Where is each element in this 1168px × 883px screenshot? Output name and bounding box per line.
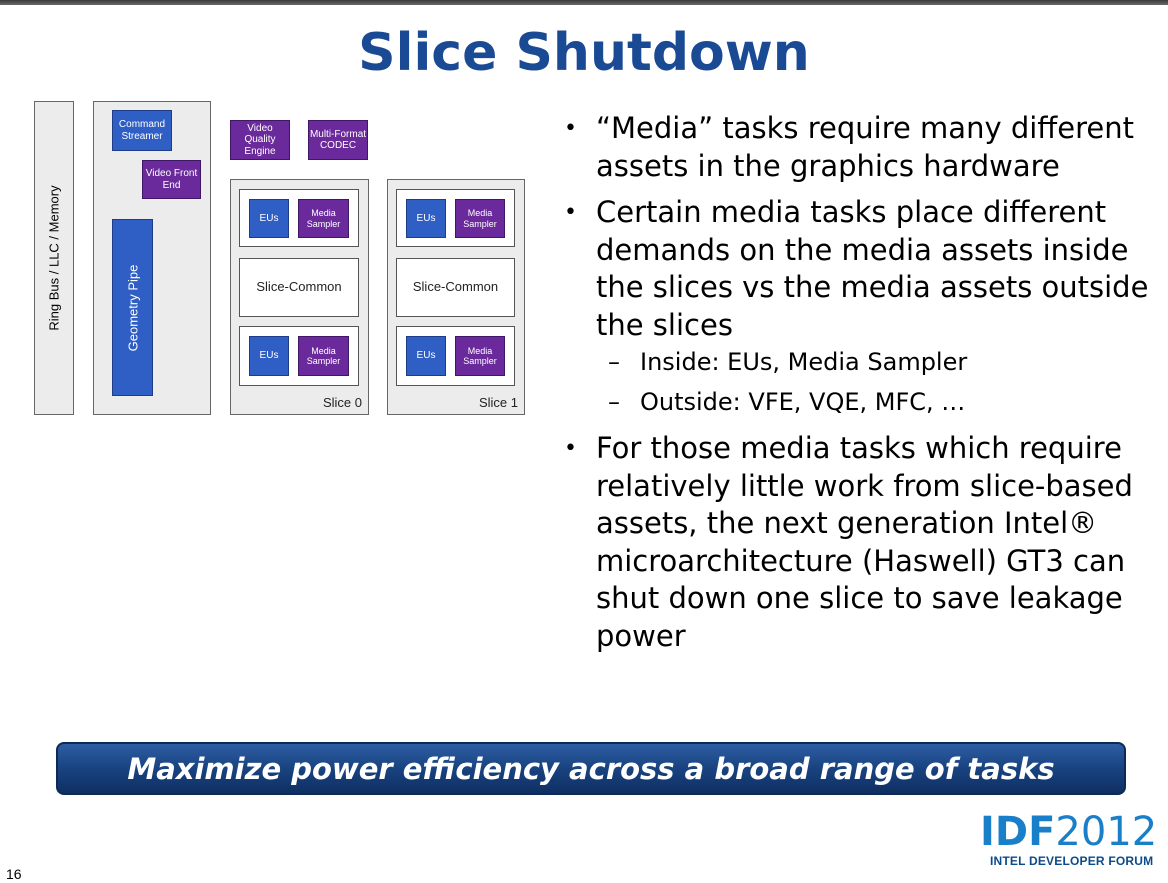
summary-banner: Maximize power efficiency across a broad… bbox=[56, 742, 1126, 795]
sub-bullet-text: Inside: EUs, Media Sampler bbox=[640, 348, 968, 376]
slice-1-label: Slice 1 bbox=[478, 395, 518, 410]
slice-0-bottom-eus: EUs bbox=[249, 336, 289, 376]
bullet-text: For those media tasks which require rela… bbox=[596, 431, 1133, 653]
sub-bullet-item: – Outside: VFE, VQE, MFC, … bbox=[560, 382, 1160, 422]
sub-bullet-item: – Inside: EUs, Media Sampler bbox=[560, 342, 1160, 382]
idf-logo-mark: IDF2012 bbox=[980, 809, 1157, 855]
slice-1-bottom-media-sampler: Media Sampler bbox=[455, 336, 505, 376]
geometry-pipe-block: Geometry Pipe bbox=[112, 219, 153, 396]
slice-0-top-eus: EUs bbox=[249, 199, 289, 238]
mfx-codec-block: Multi-Format CODEC bbox=[308, 120, 368, 160]
dash-icon: – bbox=[608, 348, 620, 376]
top-border bbox=[0, 0, 1168, 5]
slice-1-top-media-sampler: Media Sampler bbox=[455, 199, 505, 238]
slice-1-top-eus: EUs bbox=[406, 199, 446, 238]
idf-logo-subtitle: INTEL DEVELOPER FORUM bbox=[990, 854, 1154, 868]
geometry-pipe-label: Geometry Pipe bbox=[125, 264, 140, 351]
slice-1-common: Slice-Common bbox=[396, 258, 515, 317]
sub-bullet-list: – Inside: EUs, Media Sampler – Outside: … bbox=[560, 342, 1160, 422]
slice-0-top-media-sampler: Media Sampler bbox=[298, 199, 349, 238]
bullet-text: “Media” tasks require many different ass… bbox=[596, 111, 1135, 183]
slice-0-common: Slice-Common bbox=[239, 258, 359, 317]
bullet-item: • “Media” tasks require many different a… bbox=[560, 110, 1160, 185]
command-streamer-block: Command Streamer bbox=[112, 110, 172, 151]
video-quality-engine-block: Video Quality Engine bbox=[230, 120, 290, 160]
bullet-dot-icon: • bbox=[564, 116, 577, 141]
idf-logo-year: 2012 bbox=[1055, 809, 1158, 855]
slide-title: Slice Shutdown bbox=[358, 23, 810, 83]
bullet-text: Certain media tasks place different dema… bbox=[596, 195, 1149, 342]
bullet-item: • Certain media tasks place different de… bbox=[560, 194, 1160, 344]
bullet-dot-icon: • bbox=[564, 200, 577, 225]
bullet-list: • “Media” tasks require many different a… bbox=[560, 110, 1160, 664]
ring-bus-block: Ring Bus / LLC / Memory bbox=[34, 101, 74, 415]
ring-bus-label: Ring Bus / LLC / Memory bbox=[46, 185, 62, 331]
idf-logo-idf: IDF bbox=[980, 809, 1056, 855]
bullet-item: • For those media tasks which require re… bbox=[560, 430, 1160, 655]
video-front-end-block: Video Front End bbox=[142, 160, 201, 199]
bullet-dot-icon: • bbox=[564, 436, 577, 461]
page-number: 16 bbox=[6, 866, 22, 882]
slice-0-bottom-media-sampler: Media Sampler bbox=[298, 336, 349, 376]
sub-bullet-text: Outside: VFE, VQE, MFC, … bbox=[640, 388, 966, 416]
slice-1-bottom-eus: EUs bbox=[406, 336, 446, 376]
idf-logo: IDF2012 INTEL DEVELOPER FORUM bbox=[980, 809, 1157, 874]
dash-icon: – bbox=[608, 388, 620, 416]
slice-0-label: Slice 0 bbox=[322, 395, 362, 410]
